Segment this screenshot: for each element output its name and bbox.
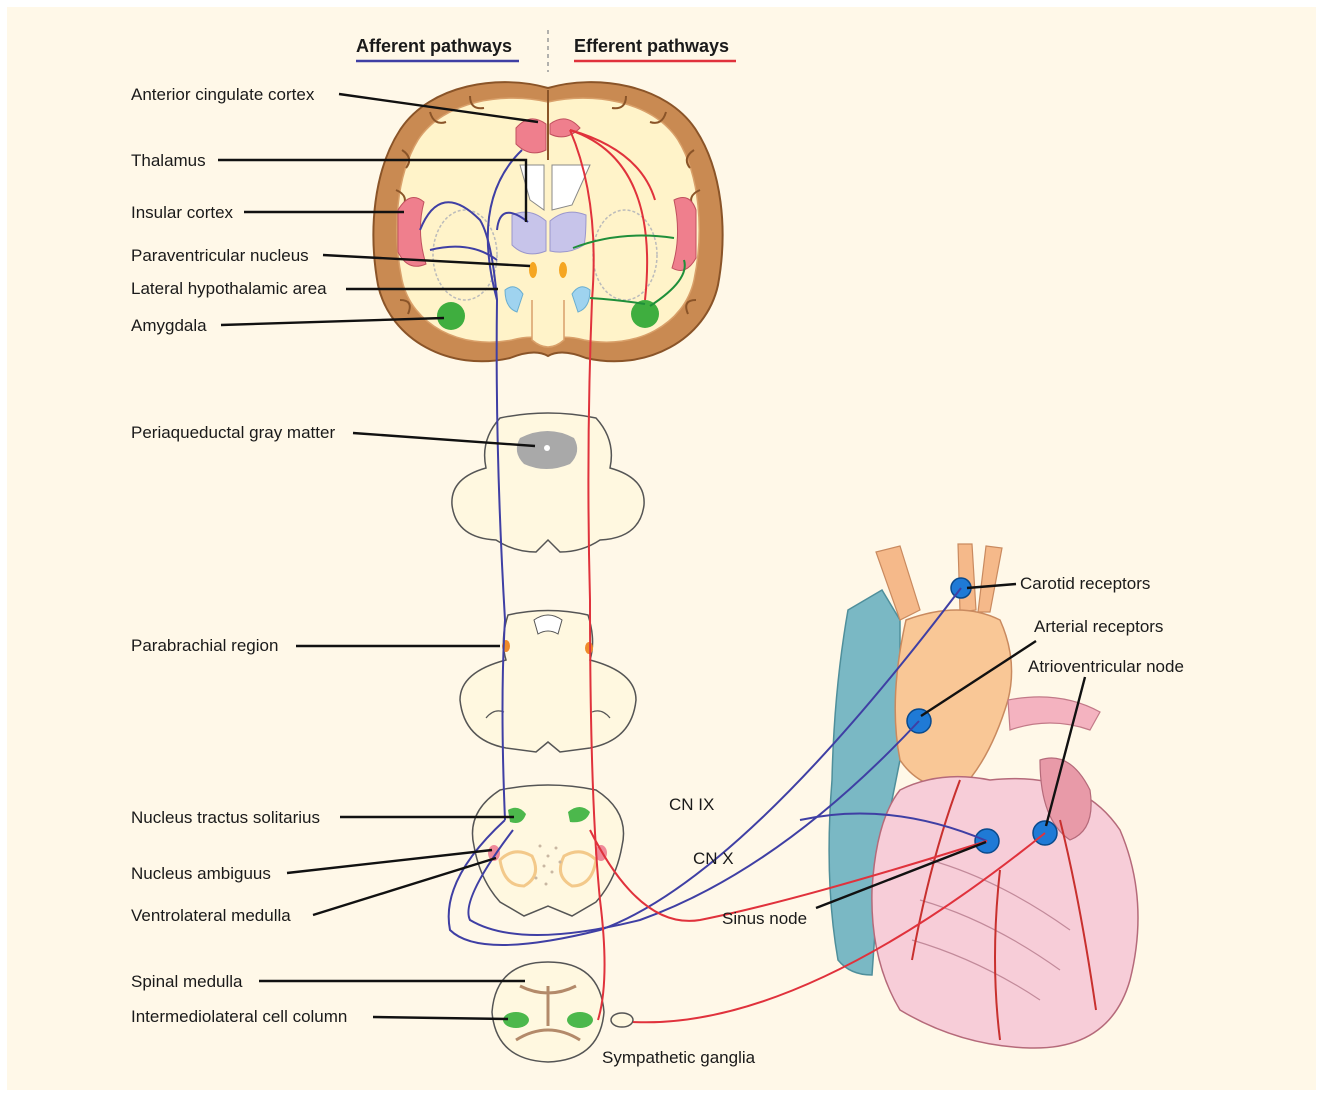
midbrain-section [452,413,644,552]
afferent-header: Afferent pathways [356,36,512,56]
cerebral-aqueduct [544,445,550,451]
label-paraventricular-nucleus: Paraventricular nucleus [131,246,309,265]
aortic-arch [895,610,1011,790]
label-thalamus: Thalamus [131,151,206,170]
label-arterial-receptors: Arterial receptors [1034,617,1163,636]
figure-panel: Afferent pathways Efferent pathways [7,7,1316,1090]
pulmonary-artery [1008,697,1100,730]
label-carotid-receptors: Carotid receptors [1020,574,1150,593]
amygdala-left [437,302,465,330]
label-spinal-medulla: Spinal medulla [131,972,243,991]
label-insular-cortex: Insular cortex [131,203,234,222]
label-periaqueductal-gray-matter: Periaqueductal gray matter [131,423,335,442]
amygdala-right [631,300,659,328]
pons-outline [460,611,636,753]
label-intermediolateral-cell-column: Intermediolateral cell column [131,1007,347,1026]
label-cn-ix: CN IX [669,795,714,814]
spinal-cord-section [492,962,633,1062]
label-parabrachial-region: Parabrachial region [131,636,278,655]
label-lateral-hypothalamic-area: Lateral hypothalamic area [131,279,327,298]
iml-column-right [567,1012,593,1028]
parabrachial-right [585,642,593,654]
pathway-headers: Afferent pathways Efferent pathways [356,30,736,72]
paraventricular-nucleus-left [529,262,537,278]
neurocardiac-diagram: Afferent pathways Efferent pathways [7,7,1316,1090]
label-amygdala: Amygdala [131,316,207,335]
label-ventrolateral-medulla: Ventrolateral medulla [131,906,291,925]
efferent-header: Efferent pathways [574,36,729,56]
pons-section [460,611,636,753]
label-cn-x: CN X [693,849,734,868]
label-atrioventricular-node: Atrioventricular node [1028,657,1184,676]
label-sinus-node: Sinus node [722,909,807,928]
anterior-cingulate-left [516,119,546,153]
label-nucleus-tractus-solitarius: Nucleus tractus solitarius [131,808,320,827]
label-nucleus-ambiguus: Nucleus ambiguus [131,864,271,883]
thalamus-left [512,212,546,254]
diencephalon-stem [532,300,564,347]
label-sympathetic-ganglia: Sympathetic ganglia [602,1048,756,1067]
paraventricular-nucleus-right [559,262,567,278]
sympathetic-ganglion [611,1013,633,1027]
label-anterior-cingulate-cortex: Anterior cingulate cortex [131,85,315,104]
fourth-ventricle [534,615,562,634]
